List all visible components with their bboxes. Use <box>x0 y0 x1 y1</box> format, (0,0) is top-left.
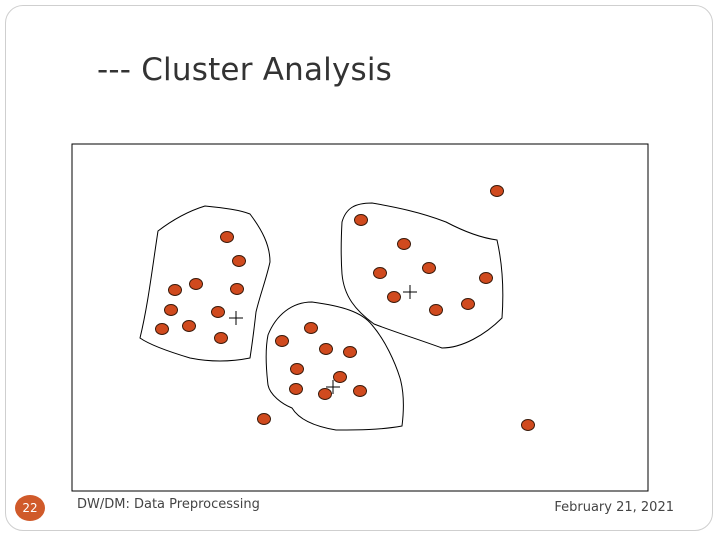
cluster-outline-right <box>340 202 504 349</box>
diagram-border <box>71 143 649 492</box>
page-number-badge: 22 <box>15 495 45 521</box>
cluster-right-point-5 <box>479 272 493 284</box>
cluster-bottom-point-8 <box>318 388 332 400</box>
cluster-left-centroid-marker <box>229 311 243 325</box>
cluster-left-point-5 <box>230 283 244 295</box>
cluster-outline-left <box>139 205 271 362</box>
cluster-right-point-1 <box>354 214 368 226</box>
cluster-left-point-7 <box>211 306 225 318</box>
cluster-left-point-10 <box>214 332 228 344</box>
cluster-right-point-3 <box>373 267 387 279</box>
cluster-bottom-point-5 <box>290 363 304 375</box>
cluster-left-point-1 <box>220 231 234 243</box>
cluster-left-point-2 <box>232 255 246 267</box>
cluster-bottom-point-7 <box>289 383 303 395</box>
cluster-left-point-6 <box>164 304 178 316</box>
cluster-bottom-point-2 <box>304 322 318 334</box>
cluster-outline-bottom <box>265 301 404 431</box>
footer-course-label: DW/DM: Data Preprocessing <box>77 497 260 512</box>
outlier-point-1 <box>490 185 504 197</box>
cluster-bottom-point-6 <box>333 371 347 383</box>
cluster-right-centroid-marker <box>403 285 417 299</box>
cluster-right-point-2 <box>397 238 411 250</box>
centroid-layer <box>229 285 417 394</box>
cluster-bottom-point-3 <box>319 343 333 355</box>
cluster-left-point-3 <box>168 284 182 296</box>
outlier-point-2 <box>257 413 271 425</box>
slide-frame <box>5 5 713 531</box>
outlier-point-3 <box>521 419 535 431</box>
cluster-left-point-8 <box>155 323 169 335</box>
slide-title: --- Cluster Analysis <box>97 52 393 88</box>
cluster-right-point-8 <box>461 298 475 310</box>
cluster-bottom-point-9 <box>353 385 367 397</box>
cluster-left-point-4 <box>189 278 203 290</box>
cluster-bottom-point-1 <box>275 335 289 347</box>
cluster-right-point-7 <box>429 304 443 316</box>
cluster-left-point-9 <box>182 320 196 332</box>
cluster-right-point-4 <box>422 262 436 274</box>
footer-date: February 21, 2021 <box>554 500 674 515</box>
cluster-right-point-6 <box>387 291 401 303</box>
cluster-bottom-point-4 <box>343 346 357 358</box>
points-layer <box>155 185 535 431</box>
cluster-bottom-centroid-marker <box>326 380 340 394</box>
